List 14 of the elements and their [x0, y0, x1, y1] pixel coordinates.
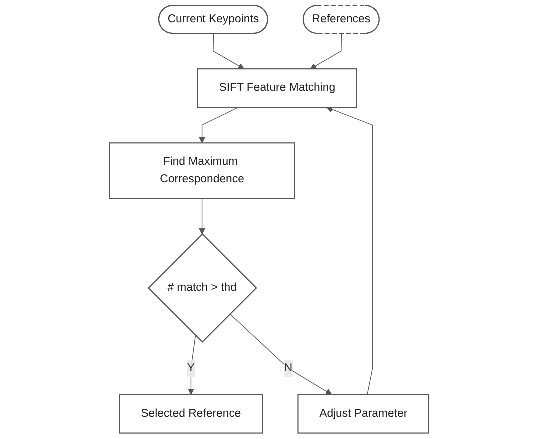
arrow — [230, 314, 332, 396]
arrow — [212, 33, 244, 70]
arrow — [310, 33, 342, 70]
arrow — [188, 335, 196, 396]
node-diamond: # match > thd — [148, 234, 257, 343]
edge-label: Y — [187, 362, 195, 374]
arrow — [326, 106, 373, 396]
edge-label: N — [284, 362, 292, 374]
node-box: SIFT Feature Matching — [197, 68, 358, 108]
node-box: Adjust Parameter — [297, 394, 430, 434]
arrow — [198, 107, 238, 144]
node-box: Selected Reference — [118, 394, 263, 434]
arrow — [198, 198, 206, 235]
node-box: Find Maximum Correspondence — [108, 142, 296, 200]
